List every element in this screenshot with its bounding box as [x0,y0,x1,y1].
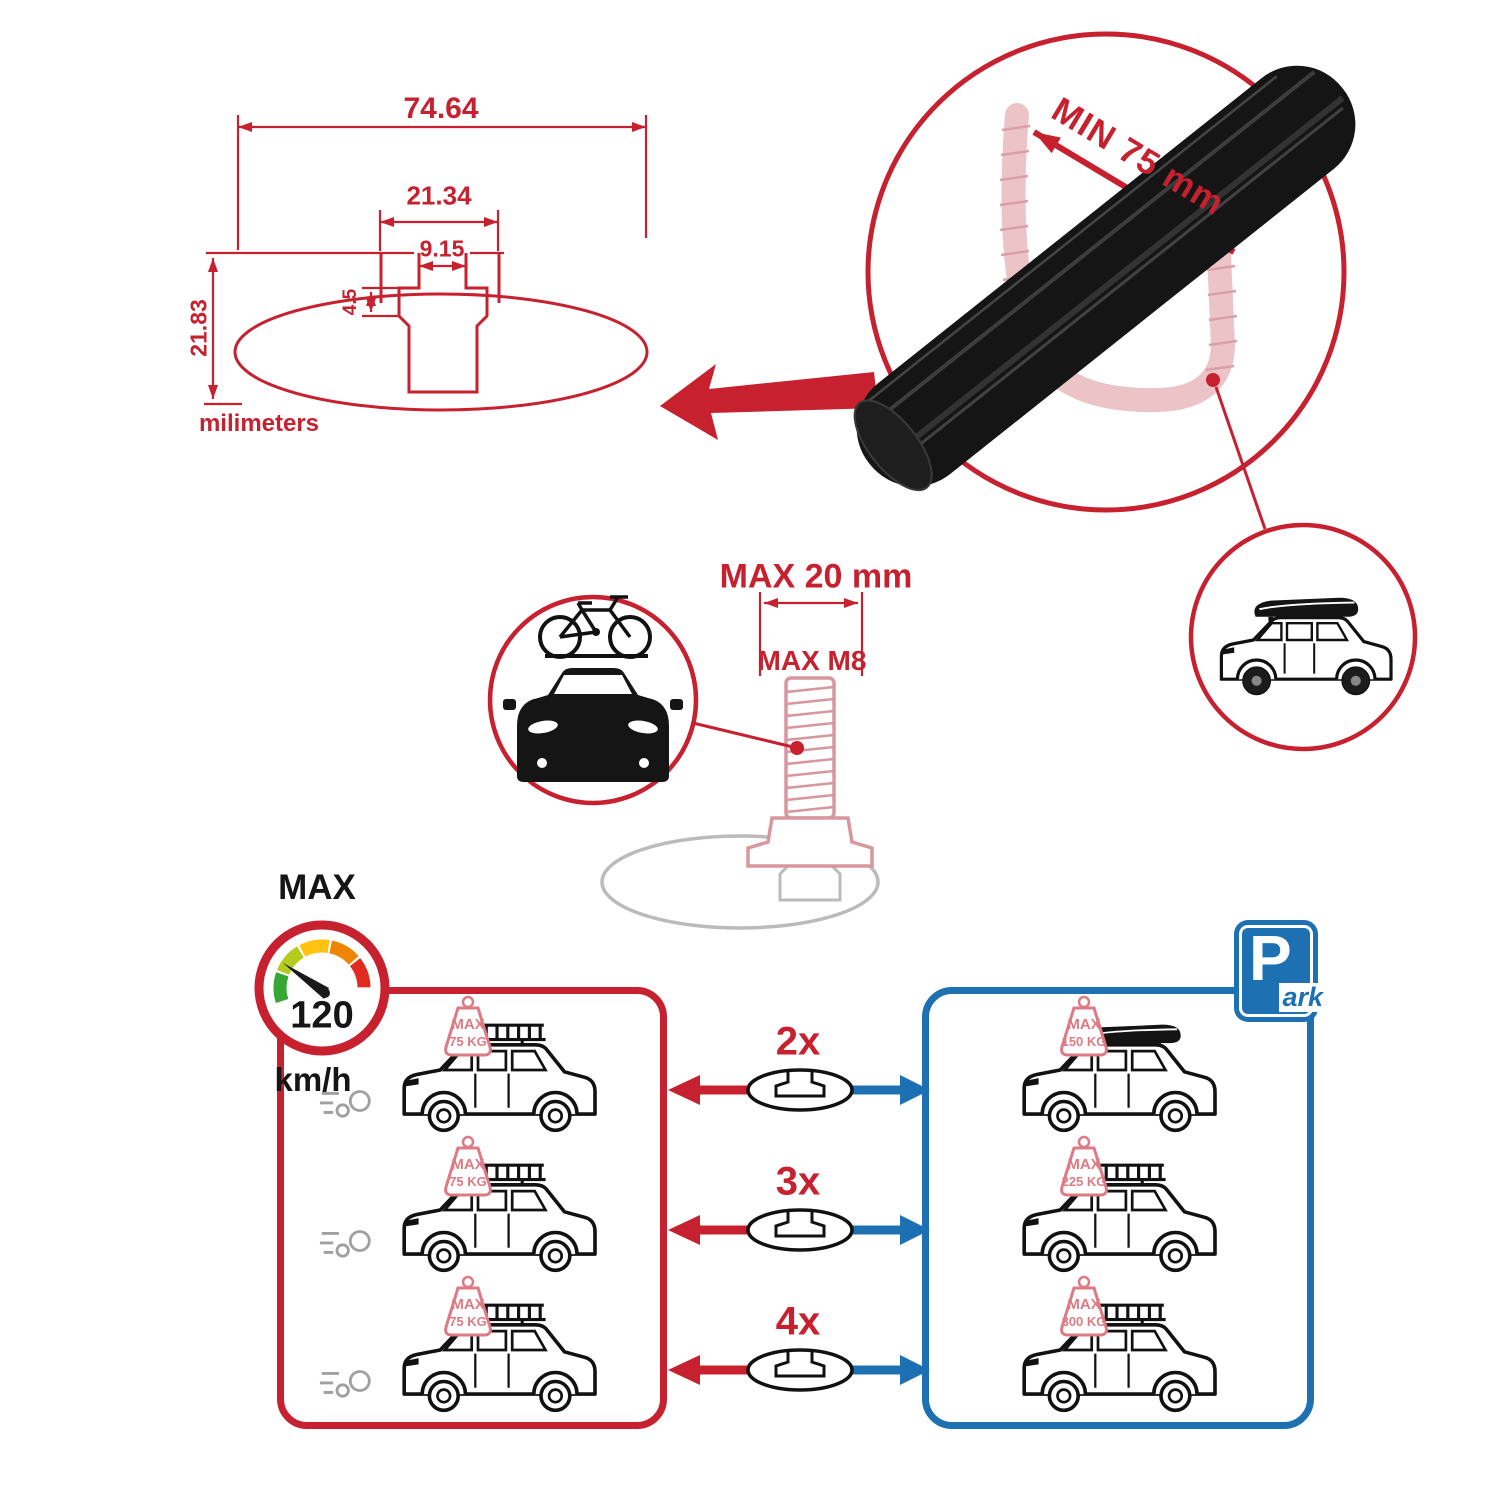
tag-max-label: MAX [451,1016,485,1033]
dim-slot-width: 9.15 [419,235,465,262]
tag-kg-label: 75 KG [449,1174,487,1189]
tag-kg-label: 75 KG [449,1034,487,1049]
tag-kg-label: 150 KG [1061,1034,1107,1049]
park-sign-suffix: ark [1279,983,1326,1012]
comparison-arrows [668,1068,930,1392]
dim-step-depth: 4.5 [340,288,361,316]
speed-unit: km/h [274,1061,352,1098]
car-front-bike-icon [487,594,699,806]
driving-limits-panel [277,987,667,1429]
dim-channel-width: 21.34 [406,180,472,211]
park-sign-frame [1239,925,1313,1017]
load-tag-icon: MAX 225 KG [1046,1135,1122,1199]
speed-max-label: MAX [278,868,356,907]
suv-roofbox-icon [1188,522,1418,752]
tag-max-label: MAX [1067,1156,1101,1173]
tag-max-label: MAX [451,1296,485,1313]
tag-kg-label: 75 KG [449,1314,487,1329]
load-tag-icon: MAX 150 KG [1046,995,1122,1059]
speed-value: 120 [290,994,354,1037]
crossbar-profile-icon [204,115,649,412]
count-row-1: 2x [775,1019,821,1064]
load-tag-icon: MAX 75 KG [430,1275,506,1339]
tag-max-label: MAX [1067,1016,1101,1033]
load-tag-shape [1060,995,1108,1057]
tbolt-icon [600,592,880,930]
max-bolt-width-label: MAX 20 mm [719,557,913,596]
crossbar-3d-icon [853,31,1356,530]
load-tag-icon: MAX 75 KG [430,1135,506,1199]
driving-cars [318,1023,597,1413]
parked-limits-panel [922,987,1314,1429]
park-sign: P ark [1234,920,1326,1022]
load-tag-shape [444,1275,492,1337]
tag-max-label: MAX [1067,1296,1101,1313]
load-tag-icon: MAX 300 KG [1046,1275,1122,1339]
dim-total-width: 74.64 [403,92,479,125]
tag-max-label: MAX [451,1156,485,1173]
dim-units-label: milimeters [198,410,320,437]
speedometer-icon [254,920,390,1056]
count-row-3: 4x [775,1299,821,1344]
tag-kg-label: 300 KG [1061,1314,1107,1329]
load-tag-shape [1060,1275,1108,1337]
parked-cars [1022,1025,1217,1413]
count-row-2: 3x [775,1159,821,1204]
max-thread-label: MAX M8 [757,645,867,676]
load-tag-shape [444,1135,492,1197]
left-arrow-icon [660,364,878,440]
park-sign-letter: P [1249,922,1292,994]
tag-kg-label: 225 KG [1061,1174,1107,1189]
load-tag-icon: MAX 75 KG [430,995,506,1059]
dim-profile-height: 21.83 [185,299,212,357]
load-tag-shape [1060,1135,1108,1197]
load-tag-shape [444,995,492,1057]
